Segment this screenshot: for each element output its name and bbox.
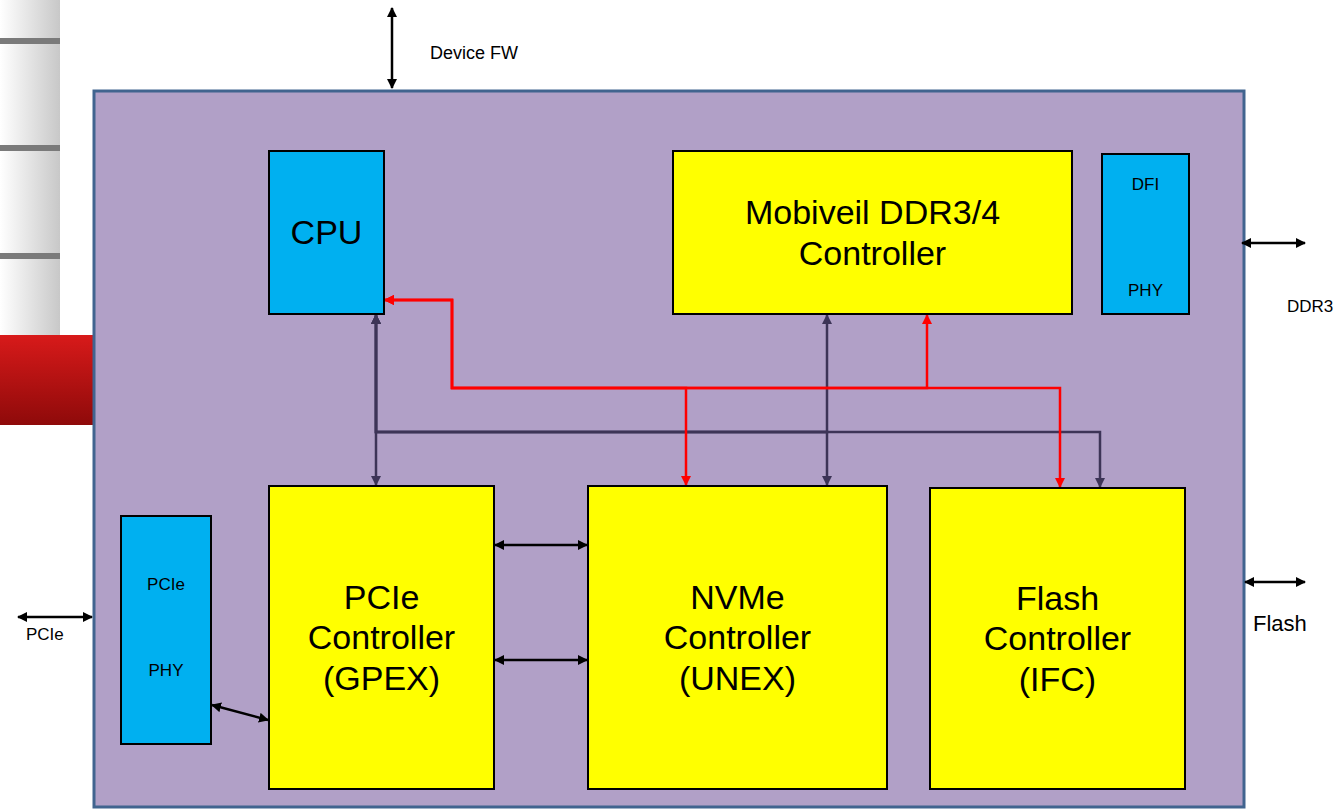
- cpu-box: CPU: [268, 150, 385, 315]
- bus-connector: [385, 300, 686, 485]
- bus-connector: [376, 315, 1100, 487]
- box-label: Flash Controller (IFC): [948, 578, 1168, 698]
- chip-outline: [94, 91, 1244, 807]
- bus-connector: [495, 659, 587, 662]
- controller-box: Mobiveil DDR3/4 Controller: [672, 150, 1073, 315]
- slide-decoration: [0, 335, 95, 425]
- port-label: Device FW: [430, 44, 518, 64]
- slide-decoration: [0, 0, 60, 335]
- controller-box: PCIe Controller (GPEX): [268, 485, 495, 790]
- bus-connector: [212, 705, 268, 720]
- box-label: PCIe: [147, 575, 185, 595]
- controller-box: NVMe Controller (UNEX): [587, 485, 888, 790]
- phy-box: PCIePHY: [120, 515, 212, 745]
- slide-decoration: [0, 145, 60, 151]
- bus-connector: [385, 300, 1060, 487]
- box-label: DFI: [1132, 175, 1159, 195]
- port-label: PCIe: [26, 626, 64, 645]
- io-arrow: [1242, 242, 1305, 245]
- port-label: Flash: [1253, 612, 1307, 636]
- box-label: Mobiveil DDR3/4 Controller: [693, 192, 1053, 272]
- port-label: DDR3: [1287, 298, 1333, 317]
- slide-decoration: [0, 253, 60, 259]
- bus-connector: [376, 315, 827, 432]
- controller-box: Flash Controller (IFC): [929, 487, 1186, 790]
- bus-connector: [495, 544, 587, 547]
- box-label: NVMe Controller (UNEX): [628, 577, 848, 697]
- box-label: PHY: [149, 661, 184, 681]
- box-label: CPU: [291, 212, 363, 252]
- slide-decoration: [0, 38, 60, 44]
- io-arrow: [391, 8, 394, 88]
- bus-connector: [376, 315, 827, 485]
- io-arrow: [1245, 581, 1305, 584]
- box-label: PHY: [1128, 281, 1163, 301]
- io-arrow: [18, 616, 92, 619]
- box-label: PCIe Controller (GPEX): [282, 577, 482, 697]
- phy-box: DFI PHY: [1101, 153, 1190, 315]
